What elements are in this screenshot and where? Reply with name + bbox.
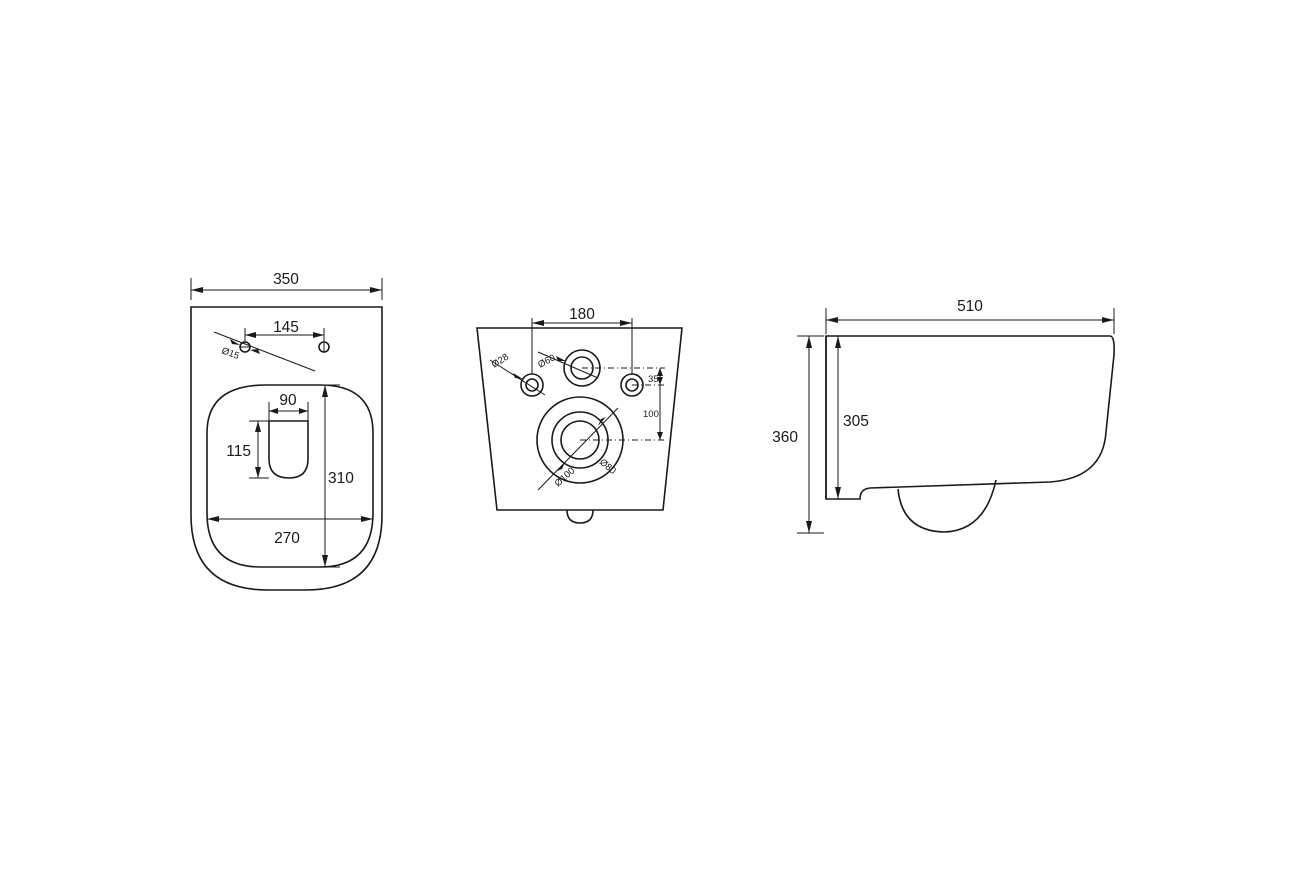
side-view-trapway — [897, 479, 997, 533]
dim-inlet-offset: 35 — [648, 374, 659, 385]
dim-overall-length: 510 — [957, 298, 983, 315]
dim-outlet-outer-diameter: Ø100 — [553, 465, 578, 489]
dim-opening-depth: 115 — [226, 443, 251, 460]
dim-rim-height: 305 — [843, 413, 869, 430]
dim-overall-width: 350 — [273, 271, 299, 288]
dim-inlet-diameter: Ø60 — [536, 353, 557, 371]
dim-bolt-hole-diameter: Ø28 — [490, 352, 511, 371]
dim-hole-diameter: Ø15 — [220, 345, 241, 361]
water-inlet-inner — [570, 356, 594, 380]
bowl-opening — [268, 420, 309, 479]
outlet-spigot — [566, 509, 594, 524]
rear-view: 35 100 180 Ø28 Ø60 Ø80 Ø100 — [476, 306, 683, 524]
dim-outlet-offset: 100 — [643, 409, 659, 420]
top-view-outline — [190, 306, 383, 591]
side-view: 510 360 305 — [772, 298, 1115, 534]
bolt-hole-left-outer — [520, 373, 544, 397]
dim-bowl-length: 310 — [328, 470, 354, 487]
dim-overall-height: 360 — [772, 429, 798, 446]
bolt-hole-left-inner — [525, 378, 539, 392]
rear-view-outline — [476, 327, 683, 511]
dim-bolt-spacing: 180 — [569, 306, 595, 323]
side-view-outline — [825, 335, 1115, 500]
top-view: 350 145 Ø15 90 115 310 — [190, 271, 383, 591]
dim-hole-spacing: 145 — [273, 319, 299, 336]
dim-opening-width: 90 — [279, 392, 297, 409]
dim-bowl-width: 270 — [274, 530, 300, 547]
